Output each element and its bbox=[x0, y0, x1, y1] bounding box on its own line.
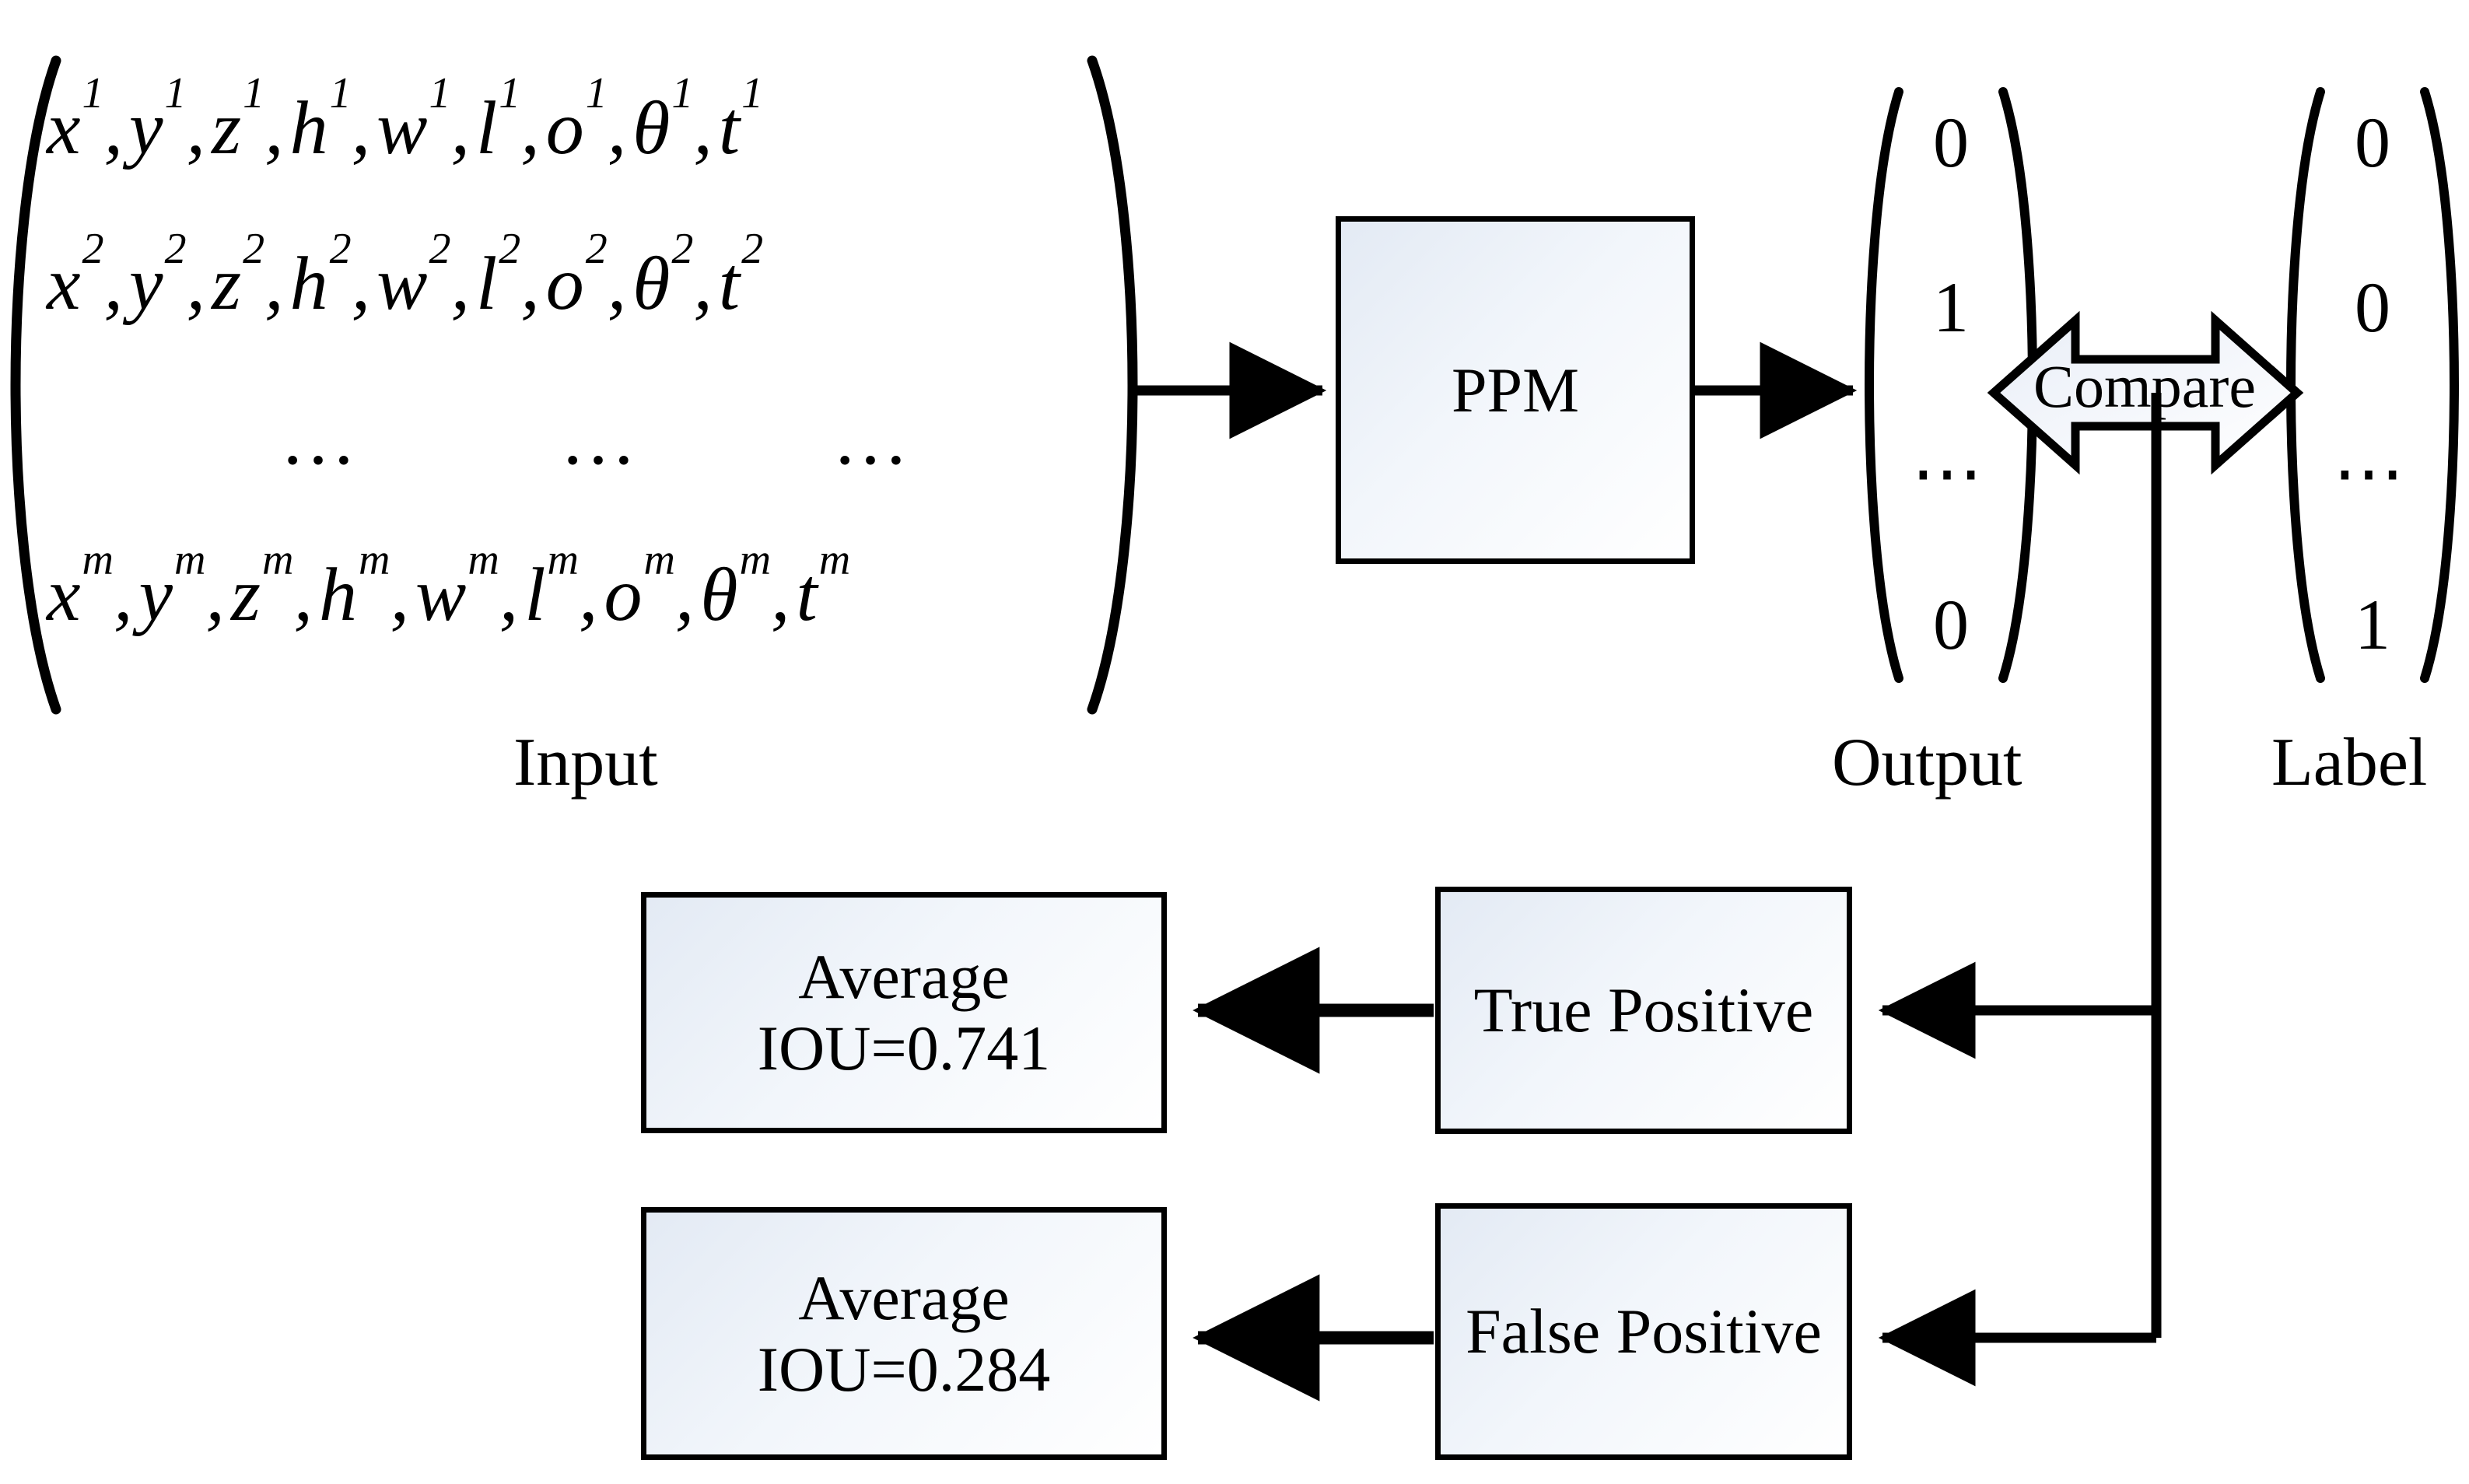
output-left-paren bbox=[1861, 86, 1910, 684]
matrix-row-2: x2, y2, z2, h2, w2, l2, o2, θ2, t2 bbox=[47, 210, 1081, 358]
label-right-paren bbox=[2414, 86, 2462, 684]
output-ellipsis: ⋯ bbox=[1911, 433, 1991, 513]
matrix-cell: ym bbox=[138, 536, 206, 637]
matrix-cell: w1 bbox=[376, 69, 451, 170]
matrix-cell: h1 bbox=[289, 69, 352, 170]
ppm-label: PPM bbox=[1451, 354, 1580, 425]
label-ellipsis: ⋯ bbox=[2333, 433, 2412, 513]
matrix-cell: t1 bbox=[718, 69, 764, 170]
matrix-comma: , bbox=[264, 86, 284, 170]
matrix-cell: t2 bbox=[718, 225, 764, 326]
matrix-comma: , bbox=[607, 242, 627, 326]
matrix-cell: l2 bbox=[476, 225, 521, 326]
matrix-ellipsis-row: … … … bbox=[47, 381, 1081, 529]
matrix-cell: z2 bbox=[212, 225, 265, 326]
matrix-right-paren bbox=[1075, 54, 1153, 716]
label-value: 0 bbox=[2355, 103, 2390, 182]
label-vector: 0 0 ⋯ 1 bbox=[2283, 86, 2462, 684]
matrix-cell: xm bbox=[47, 536, 114, 637]
matrix-cell: zm bbox=[230, 536, 294, 637]
matrix-comma: , bbox=[351, 86, 371, 170]
matrix-ellipsis: … bbox=[560, 397, 646, 481]
matrix-rows: x1, y1, z1, h1, w1, l1, o1, θ1, t1 x2, y… bbox=[47, 54, 1081, 716]
matrix-cell: l1 bbox=[476, 69, 521, 170]
input-matrix: x1, y1, z1, h1, w1, l1, o1, θ1, t1 x2, y… bbox=[0, 54, 1143, 716]
matrix-comma: , bbox=[351, 242, 371, 326]
false-positive-label: False Positive bbox=[1466, 1296, 1822, 1367]
average-label: Average bbox=[798, 1262, 1010, 1333]
matrix-cell: wm bbox=[415, 536, 499, 637]
matrix-row-m: xm, ym, zm, hm, wm, lm, om, θm, tm bbox=[47, 521, 1081, 669]
matrix-cell: hm bbox=[319, 536, 390, 637]
iou-value: IOU=0.284 bbox=[757, 1333, 1051, 1405]
output-vector: 0 1 ⋯ 0 bbox=[1861, 86, 2040, 684]
input-caption: Input bbox=[513, 725, 658, 800]
output-value: 1 bbox=[1933, 268, 1969, 347]
matrix-comma: , bbox=[103, 86, 124, 170]
matrix-comma: , bbox=[693, 86, 713, 170]
ppm-box[interactable]: PPM bbox=[1336, 216, 1695, 564]
matrix-comma: , bbox=[450, 86, 471, 170]
output-caption: Output bbox=[1832, 725, 2022, 800]
label-value: 1 bbox=[2355, 585, 2390, 664]
output-value: 0 bbox=[1933, 585, 1969, 664]
matrix-comma: , bbox=[293, 553, 313, 637]
matrix-cell: θ2 bbox=[632, 225, 694, 326]
matrix-comma: , bbox=[693, 242, 713, 326]
matrix-comma: , bbox=[390, 553, 409, 637]
matrix-ellipsis: … bbox=[832, 397, 918, 481]
matrix-cell: h2 bbox=[289, 225, 352, 326]
average-label: Average bbox=[798, 941, 1010, 1013]
matrix-comma: , bbox=[205, 553, 225, 637]
matrix-comma: , bbox=[607, 86, 627, 170]
matrix-cell: lm bbox=[524, 536, 579, 637]
false-positive-box[interactable]: False Positive bbox=[1435, 1203, 1852, 1460]
matrix-cell: x2 bbox=[47, 225, 104, 326]
matrix-cell: θm bbox=[700, 536, 772, 637]
matrix-cell: o1 bbox=[545, 69, 608, 170]
matrix-comma: , bbox=[520, 86, 540, 170]
matrix-comma: , bbox=[771, 553, 790, 637]
matrix-cell: o2 bbox=[545, 225, 608, 326]
matrix-cell: z1 bbox=[212, 69, 265, 170]
matrix-comma: , bbox=[450, 242, 471, 326]
matrix-comma: , bbox=[186, 86, 206, 170]
matrix-cell: y1 bbox=[129, 69, 187, 170]
matrix-row-1: x1, y1, z1, h1, w1, l1, o1, θ1, t1 bbox=[47, 54, 1081, 202]
true-positive-label: True Positive bbox=[1473, 975, 1814, 1046]
iou-value: IOU=0.741 bbox=[757, 1013, 1051, 1083]
average-iou-false-positive-box[interactable]: Average IOU=0.284 bbox=[641, 1207, 1167, 1460]
matrix-comma: , bbox=[103, 242, 124, 326]
matrix-comma: , bbox=[186, 242, 206, 326]
matrix-comma: , bbox=[520, 242, 540, 326]
matrix-comma: , bbox=[113, 553, 133, 637]
matrix-cell: om bbox=[604, 536, 675, 637]
matrix-cell: w2 bbox=[376, 225, 451, 326]
matrix-comma: , bbox=[264, 242, 284, 326]
matrix-cell: y2 bbox=[129, 225, 187, 326]
matrix-ellipsis: … bbox=[280, 397, 366, 481]
true-positive-box[interactable]: True Positive bbox=[1435, 887, 1852, 1134]
output-value: 0 bbox=[1933, 103, 1969, 182]
matrix-comma: , bbox=[578, 553, 598, 637]
compare-label: Compare bbox=[2033, 352, 2256, 420]
matrix-cell: x1 bbox=[47, 69, 104, 170]
average-iou-true-positive-box[interactable]: Average IOU=0.741 bbox=[641, 892, 1167, 1133]
matrix-comma: , bbox=[674, 553, 695, 637]
matrix-comma: , bbox=[499, 553, 519, 637]
label-caption: Label bbox=[2271, 725, 2428, 800]
matrix-cell: tm bbox=[796, 536, 851, 637]
matrix-cell: θ1 bbox=[632, 69, 694, 170]
label-value: 0 bbox=[2355, 268, 2390, 347]
